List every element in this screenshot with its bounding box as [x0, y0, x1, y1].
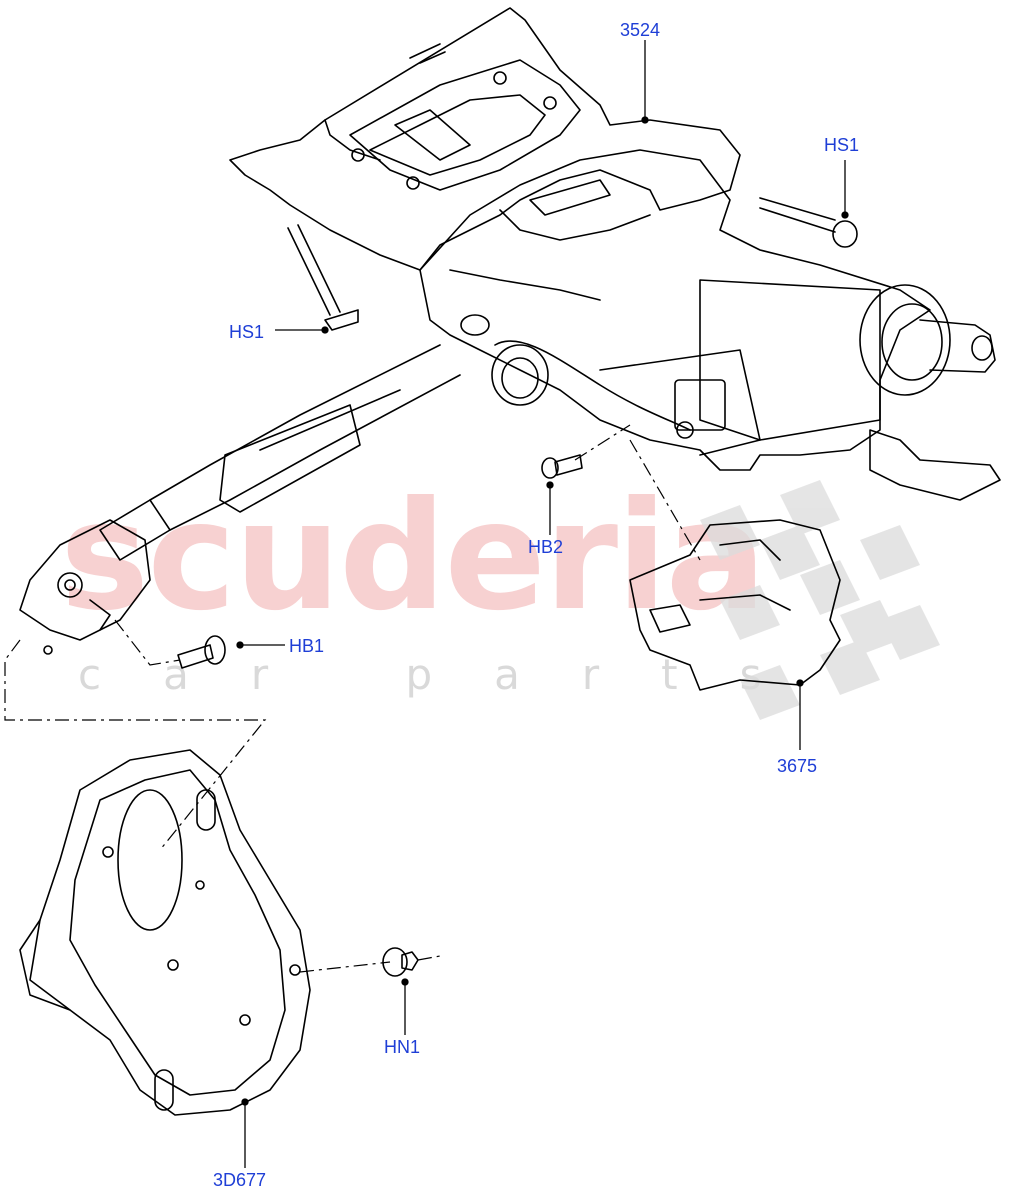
callout-hs1-left: HS1: [229, 322, 265, 342]
bolt-hb2: [541, 454, 583, 479]
callout-hb1: HB1: [289, 636, 325, 656]
callout-3675: 3675: [777, 756, 818, 776]
bolt-hs1-left: [287, 224, 359, 331]
wiring-harness: [494, 340, 691, 431]
watermark-brand: scuderia: [60, 470, 767, 644]
universal-joint: [19, 519, 151, 655]
column-mounting-bracket: [229, 7, 741, 271]
callout-hn1: HN1: [384, 1037, 421, 1057]
bolt-hb1: [177, 635, 226, 669]
adjust-motor-unit: [629, 519, 841, 691]
callout-hs1-upper: HS1: [824, 135, 860, 155]
callout-hb2: HB2: [528, 537, 564, 557]
intermediate-shaft: [99, 344, 461, 561]
leader-lines: [236, 40, 849, 1168]
bulkhead-plate: [19, 749, 311, 1116]
checkered-flag-watermark: [700, 480, 940, 720]
bolt-hs1-upper: [759, 197, 858, 248]
watermark-subtitle: car parts: [78, 650, 824, 699]
assembly-lines: [4, 424, 701, 973]
column-upper-end: [859, 284, 1001, 501]
callout-3d677: 3D677: [213, 1170, 267, 1190]
lock-sensor: [674, 379, 726, 439]
seal-ring: [491, 344, 549, 406]
nut-hn1: [382, 947, 419, 977]
callout-3524: 3524: [620, 20, 661, 40]
